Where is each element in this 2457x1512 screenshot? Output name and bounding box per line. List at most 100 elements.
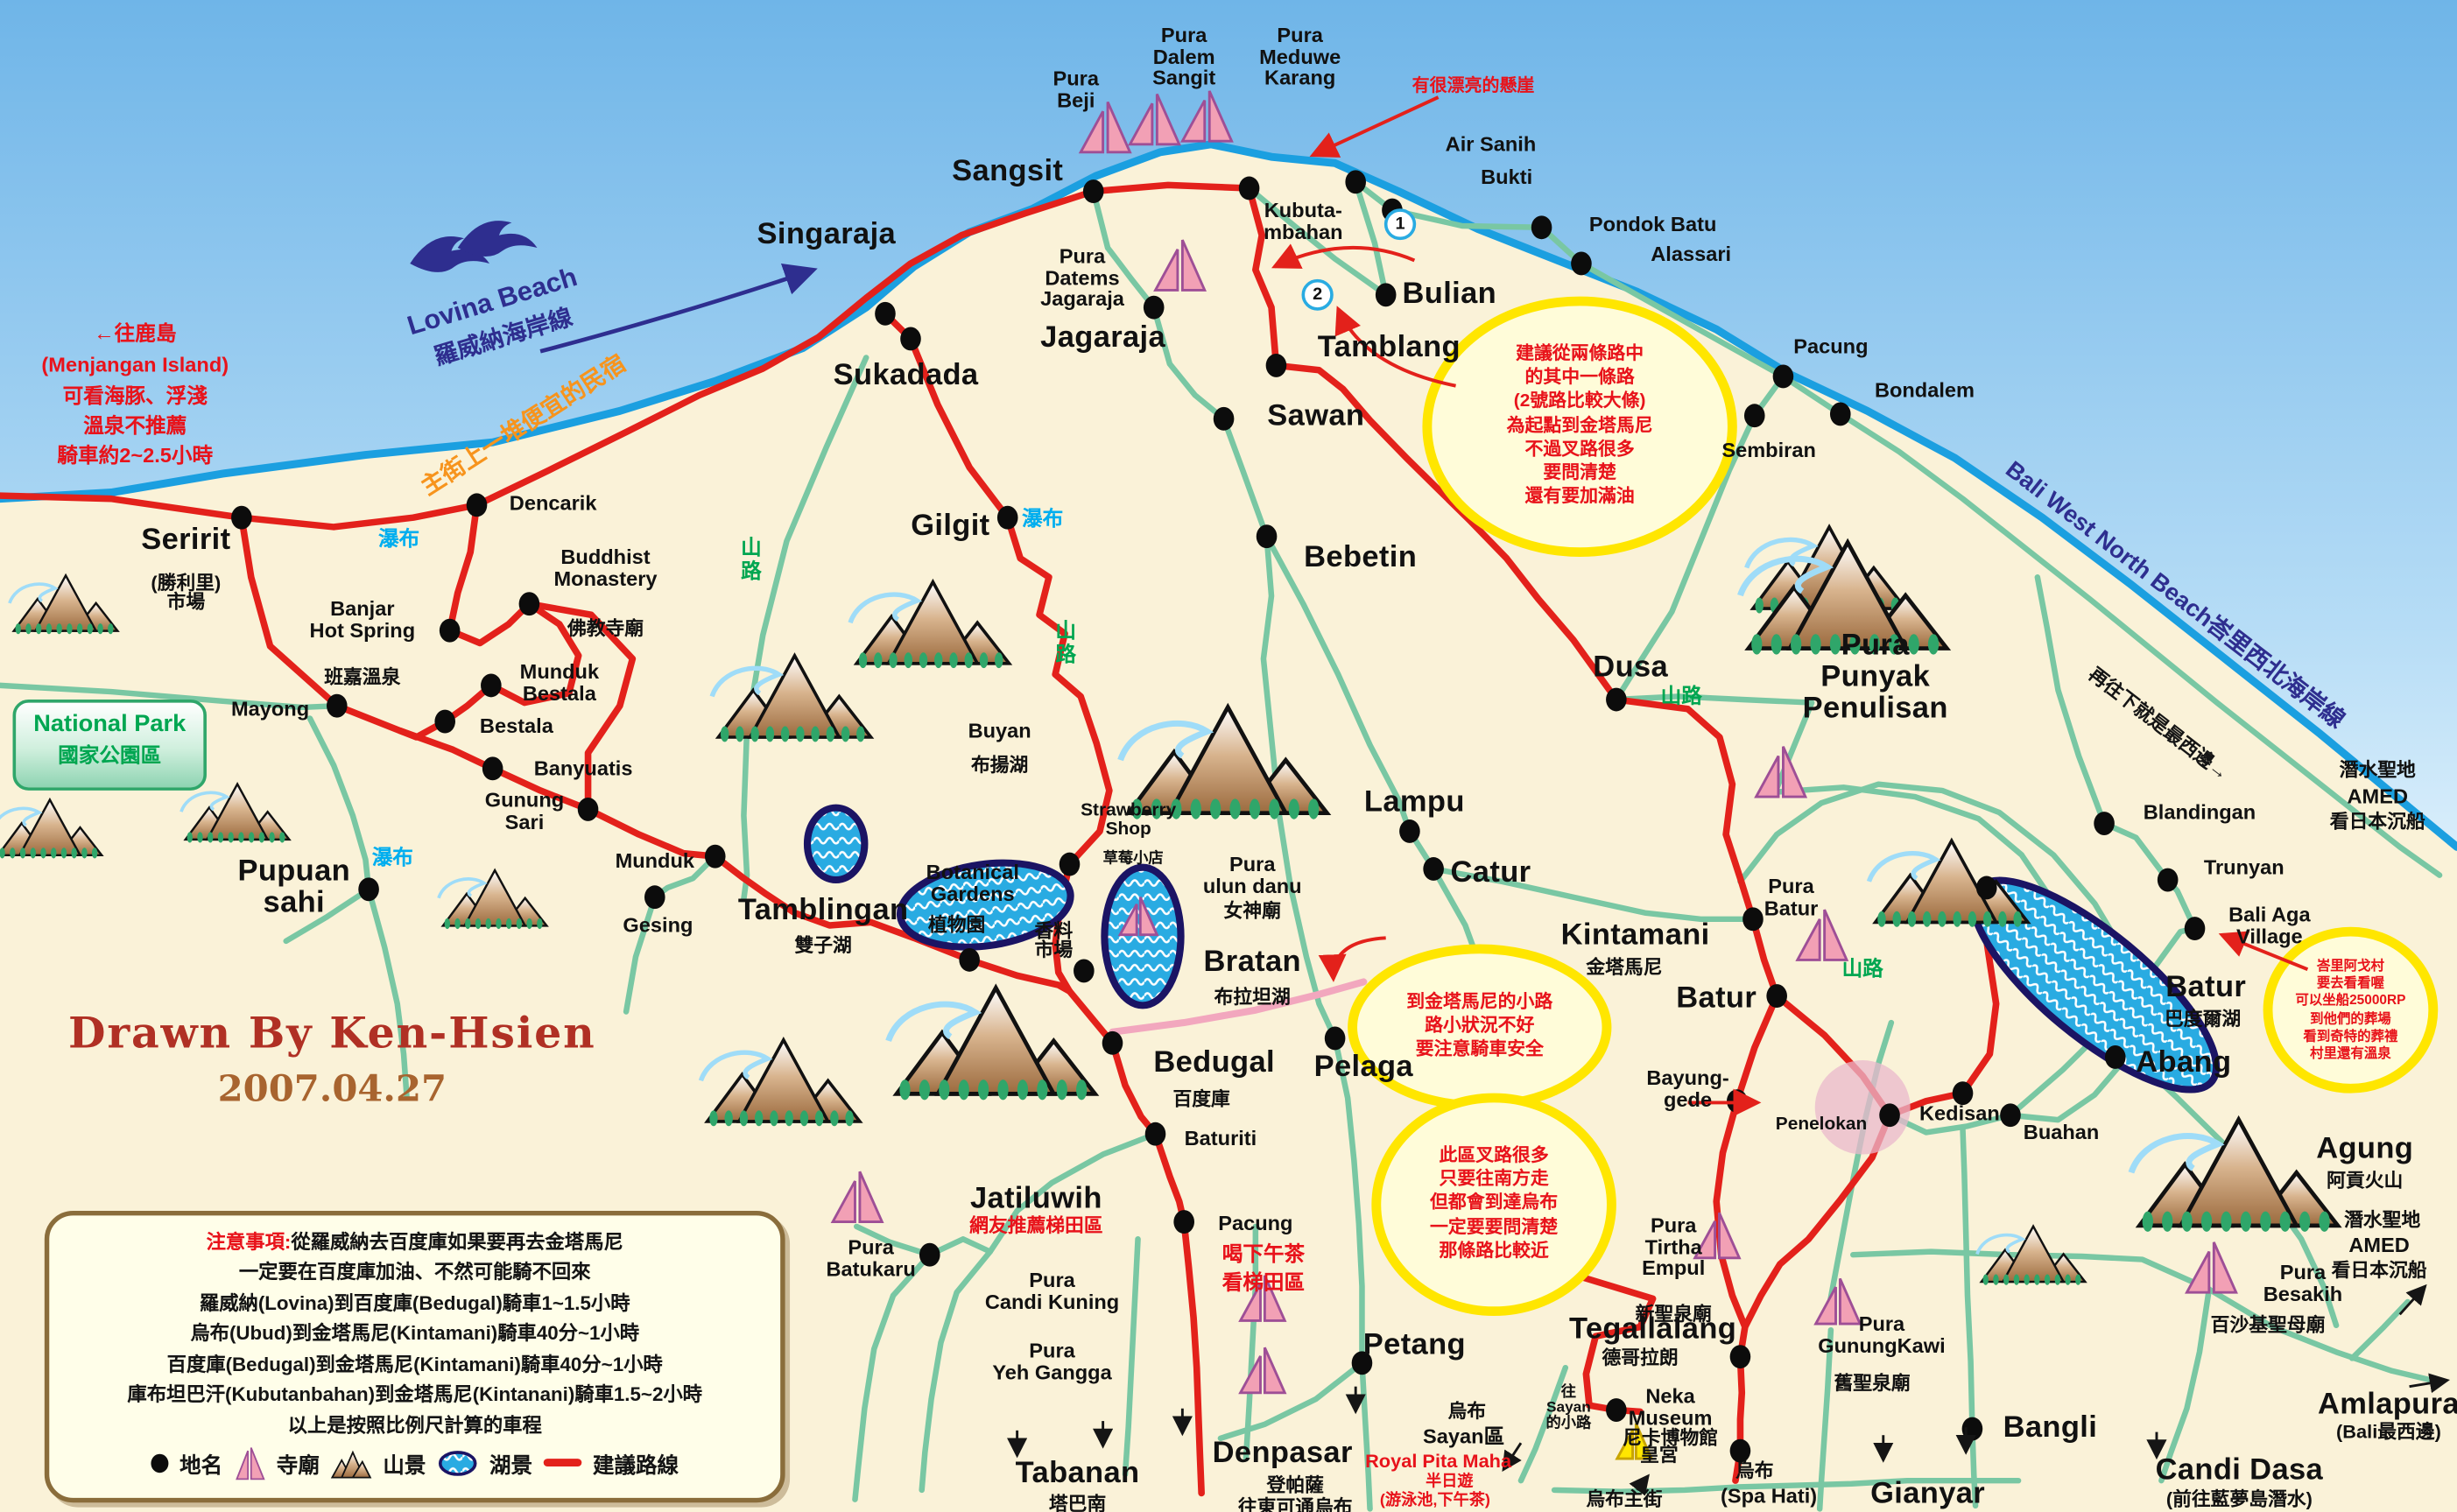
temple-icon xyxy=(1153,239,1207,292)
place-dot xyxy=(704,844,726,869)
place-label-前往藍夢島潛水: (前往藍夢島潛水) xyxy=(2165,1487,2313,1510)
road-green xyxy=(283,886,372,945)
note-bubble xyxy=(1422,296,1737,557)
place-dot xyxy=(1345,170,1367,194)
annotation-有很漂亮的懸崖: 有很漂亮的懸崖 xyxy=(1412,76,1535,96)
place-dot xyxy=(1059,852,1081,876)
place-label-air-sanih: Air Sanih xyxy=(1445,131,1537,156)
road-green xyxy=(1517,1364,1569,1484)
road-suggested-route xyxy=(0,492,245,521)
annotation-瀑布: 瀑布 xyxy=(377,526,420,551)
place-dot xyxy=(1238,176,1260,200)
place-label-潛水聖地: 潛水聖地 xyxy=(2339,758,2416,781)
place-label-tamblang: Tamblang xyxy=(1317,331,1461,364)
road-green xyxy=(0,682,341,711)
place-dot xyxy=(2184,917,2206,940)
place-dot xyxy=(1879,1103,1900,1128)
place-label-草莓小店: 草莓小店 xyxy=(1102,850,1164,868)
annotation-瀑布: 瀑布 xyxy=(371,845,413,869)
place-dot xyxy=(1975,876,1997,900)
notice-line: 庫布坦巴汗(Kubutanbahan)到金塔馬尼(Kintanani)騎車1.5… xyxy=(127,1383,703,1406)
road-green xyxy=(919,1131,1158,1494)
place-label-布拉坦湖: 布拉坦湖 xyxy=(1214,986,1291,1009)
place-label-pacung: Pacung xyxy=(1218,1211,1293,1235)
place-dot xyxy=(1324,1026,1346,1051)
legend-label: 寺廟 xyxy=(276,1453,320,1478)
mountain-icon xyxy=(1975,1224,2087,1285)
annotation-半日遊: 半日遊 xyxy=(1426,1473,1474,1491)
place-label-看日本沉船: 看日本沉船 xyxy=(2331,1259,2427,1282)
place-label-munduk: Munduk xyxy=(615,848,695,873)
place-label-sukadada: Sukadada xyxy=(833,359,979,393)
place-label-新聖泉廟: 新聖泉廟 xyxy=(1635,1303,1712,1326)
place-label-agung: Agung xyxy=(2316,1132,2414,1166)
place-label-尼卡博物館: 尼卡博物館 xyxy=(1623,1426,1719,1449)
credit-date: 2007.04.27 xyxy=(217,1068,447,1111)
black-arrow xyxy=(1502,1442,1523,1473)
national-park-box: National Park 國家公園區 xyxy=(12,700,207,791)
mountain-icon xyxy=(8,573,120,635)
note-bubble xyxy=(1371,1093,1616,1317)
national-park-title: National Park xyxy=(33,710,187,738)
sea xyxy=(0,0,2457,847)
road-green xyxy=(852,1236,994,1502)
place-dot xyxy=(1423,857,1444,881)
legend-label: 山景 xyxy=(383,1453,426,1478)
place-dot xyxy=(1213,406,1235,431)
place-label-bukti: Bukti xyxy=(1481,165,1533,189)
place-label-seririt: Seririt xyxy=(141,524,231,558)
map-legend: 地名 寺廟 山景 湖景 建議路線 xyxy=(59,1446,771,1480)
place-label-petang: Petang xyxy=(1362,1328,1466,1362)
legend-label: 湖景 xyxy=(489,1453,533,1478)
place-dot xyxy=(231,505,252,530)
place-label-batur: Batur xyxy=(1676,981,1757,1016)
temple-icon xyxy=(2185,1241,2238,1294)
place-label-舊聖泉廟: 舊聖泉廟 xyxy=(1834,1372,1911,1395)
place-label-jatiluwih: Jatiluwih xyxy=(969,1183,1102,1216)
temple-icon xyxy=(1078,101,1132,154)
note-bubble-text: 到金塔馬尼的小路路小狀況不好要注意騎車安全 xyxy=(1406,993,1553,1060)
place-label-gianyar: Gianyar xyxy=(1870,1477,1986,1511)
place-dot xyxy=(1571,251,1592,276)
place-label-abang: Abang xyxy=(2136,1046,2232,1079)
place-dot xyxy=(1729,1345,1751,1369)
place-label-singaraja: Singaraja xyxy=(757,218,897,251)
place-label-sawan: Sawan xyxy=(1267,400,1365,433)
place-label-alassari: Alassari xyxy=(1651,242,1732,266)
annotation-山路: 山路 xyxy=(1841,956,1883,981)
place-dot xyxy=(1265,353,1287,377)
annotation-bali-west-north-beach峇里西北海岸線: Bali West North Beach峇里西北海岸線 xyxy=(2000,456,2350,735)
place-dot xyxy=(1144,1122,1166,1146)
road-suggested-route xyxy=(1713,992,1780,1331)
road-suggested-route xyxy=(238,514,719,860)
temple-icon xyxy=(1179,90,1234,143)
place-label-bratan: Bratan xyxy=(1203,946,1301,980)
place-label-bedugal: Bedugal xyxy=(1153,1046,1275,1079)
black-arrow xyxy=(2398,1283,2427,1316)
place-dot xyxy=(644,885,665,910)
place-label-amed: AMED xyxy=(2348,1233,2410,1257)
road-green xyxy=(1122,1236,1141,1478)
place-dot xyxy=(1743,404,1765,428)
legend-place-dot-icon xyxy=(151,1453,169,1473)
palace-temple-icon xyxy=(1615,1423,1654,1460)
place-label-百度庫: 百度庫 xyxy=(1172,1087,1230,1110)
place-label-candi-dasa: Candi Dasa xyxy=(2155,1453,2324,1487)
place-dot xyxy=(1742,907,1764,932)
place-label-dencarik: Dencarik xyxy=(509,491,597,516)
legend-mountain-icon xyxy=(330,1450,372,1479)
annotation-山路: 山路 xyxy=(737,536,762,584)
mountain-icon xyxy=(1737,538,1952,655)
legend-route-icon xyxy=(543,1459,582,1467)
place-dot xyxy=(900,327,921,351)
place-label-烏布: 烏布 xyxy=(1735,1459,1774,1482)
mountain-icon xyxy=(180,781,292,843)
black-arrow xyxy=(1629,1473,1650,1496)
